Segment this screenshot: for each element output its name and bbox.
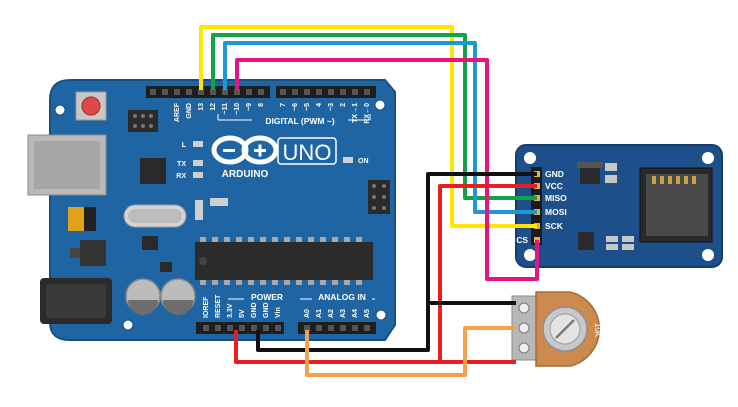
digital-pin-label: ~3 — [328, 103, 335, 111]
header-hole — [251, 325, 257, 331]
power-pin-label: IOREF — [203, 296, 210, 318]
analog-pin-label: A1 — [316, 309, 323, 318]
header-hole — [340, 89, 346, 95]
wire-blue-d11-mosi — [223, 41, 537, 214]
power-pin-label: GND — [251, 302, 258, 318]
header-hole — [328, 325, 334, 331]
digital-pin-label: 8 — [258, 103, 265, 107]
wire-black-gnd-sd — [426, 172, 537, 303]
analog-pin-label: A2 — [328, 309, 335, 318]
digital-pin-label: TX→1 — [352, 103, 359, 123]
digital-pin-label: 13 — [198, 103, 205, 111]
header-hole — [234, 89, 240, 95]
arduino-board: AREF GND 13 12 ~11 ~10 ~9 8 7 ~6 ~5 4 ~3 2 TX→1 RX←0 DI… — [27, 79, 396, 341]
header-hole — [263, 325, 269, 331]
digital-pin-label: 7 — [280, 103, 287, 107]
header-hole — [174, 89, 180, 95]
analog-header-label: ANALOG IN — [318, 292, 366, 302]
power-pin-label: 3.3V — [227, 303, 234, 318]
digital-pin-label: ~5 — [304, 103, 311, 111]
digital-pin-label: 2 — [340, 103, 347, 107]
atmega-chip — [195, 242, 373, 280]
header-hole — [316, 325, 322, 331]
sd-pin-label: VCC — [545, 181, 563, 191]
digital-pin-label: 4 — [316, 103, 323, 107]
power-pin-label: GND — [263, 302, 270, 318]
power-pin-label: Vin — [275, 307, 282, 318]
sd-pin-label: SCK — [545, 221, 564, 231]
header-hole — [227, 325, 233, 331]
header-hole — [316, 89, 322, 95]
sd-pin-label: CS — [516, 235, 528, 245]
header-hole — [210, 89, 216, 95]
header-hole — [352, 325, 358, 331]
header-hole — [203, 325, 209, 331]
led-on-label: ON — [358, 158, 369, 165]
led-l-label: L — [182, 142, 187, 149]
header-hole — [186, 89, 192, 95]
sd-pin-label: GND — [545, 169, 564, 179]
potentiometer: 10K — [511, 291, 602, 367]
header-hole — [340, 325, 346, 331]
header-hole — [364, 89, 370, 95]
header-hole — [162, 89, 168, 95]
analog-pin-label: A0 — [304, 309, 311, 318]
power-pin-label: RESET — [215, 294, 222, 318]
model-label: UNO — [283, 140, 332, 165]
power-header-label: POWER — [251, 292, 283, 302]
digital-pin-label: AREF — [174, 102, 181, 122]
header-hole — [150, 89, 156, 95]
sd-pin-label: MISO — [545, 193, 567, 203]
digital-pin-label: ~6 — [292, 103, 299, 111]
brand-label: ARDUINO — [222, 169, 269, 180]
header-hole — [328, 89, 334, 95]
analog-pin-label: A4 — [352, 309, 359, 318]
wire-orange-a0-pot — [305, 326, 516, 377]
sd-card-module: GND VCC MISO MOSI SCK CS — [515, 144, 723, 268]
header-hole — [364, 325, 370, 331]
led-rx-label: RX — [176, 173, 186, 180]
digital-header-right — [276, 86, 376, 98]
header-hole — [239, 325, 245, 331]
digital-header-label: DIGITAL (PWM ~) — [265, 116, 335, 126]
wire-black-gnd-pot — [256, 301, 516, 352]
power-pin-label: 5V — [239, 309, 246, 318]
wire-yellow-d13-cs — [199, 25, 537, 228]
arduino-logo — [211, 135, 279, 165]
sd-pin-label: MOSI — [545, 207, 567, 217]
header-hole — [246, 89, 252, 95]
header-hole — [304, 89, 310, 95]
wire-magenta-d10-sck — [235, 58, 539, 281]
usb-chip — [140, 158, 166, 184]
analog-pin-label: A5 — [364, 309, 371, 318]
digital-pin-label: ~9 — [246, 103, 253, 111]
digital-pin-label: ~11 — [222, 103, 229, 115]
wires — [199, 25, 539, 377]
header-hole — [304, 325, 310, 331]
header-hole — [275, 325, 281, 331]
header-hole — [352, 89, 358, 95]
digital-pin-label: 12 — [210, 103, 217, 111]
sd-pin-header — [531, 167, 542, 245]
led-tx-label: TX — [177, 161, 186, 168]
header-hole — [292, 89, 298, 95]
digital-pin-label: RX←0 — [364, 103, 371, 124]
header-hole — [258, 89, 264, 95]
header-hole — [215, 325, 221, 331]
chip-pins — [200, 237, 362, 285]
header-hole — [198, 89, 204, 95]
analog-pin-label: A3 — [340, 309, 347, 318]
model-box — [277, 137, 337, 165]
header-hole — [280, 89, 286, 95]
header-hole — [222, 89, 228, 95]
digital-pin-label: GND — [186, 103, 193, 119]
wire-red-5v-pot — [234, 330, 516, 364]
digital-pin-label: ~10 — [234, 103, 241, 115]
pot-value-label: 10K — [593, 323, 602, 338]
